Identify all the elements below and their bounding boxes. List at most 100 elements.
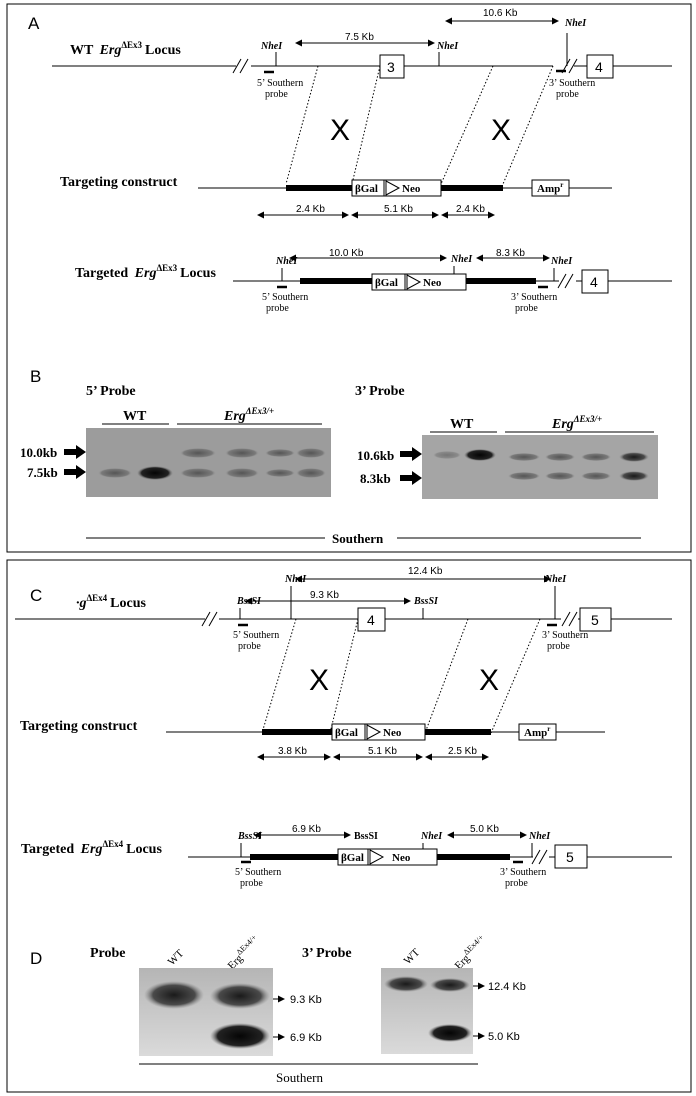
locus-break-icon	[232, 58, 249, 74]
homology-arm-5	[250, 854, 338, 860]
southern-probe-5-label: 5’ Southern	[233, 630, 279, 641]
probe-5-title: Probe	[90, 946, 126, 961]
promoter-triangle-icon	[406, 274, 422, 290]
exon-5-box	[579, 607, 612, 632]
southern-probe-5-label: probe	[266, 303, 289, 314]
promoter-triangle-icon	[366, 724, 382, 740]
southern-label: Southern	[276, 1070, 323, 1085]
wt-lane-label: WT	[402, 946, 423, 967]
band-arrow-icon	[64, 465, 86, 479]
band-size-9-3: 9.3 Kb	[290, 994, 322, 1006]
bgal-label: βGal	[341, 852, 364, 864]
southern-probe-5-label: probe	[240, 878, 263, 889]
nhe1-site-label: NheI	[564, 18, 587, 29]
southern-probe-3-label: 3’ Southern	[511, 292, 557, 303]
arm-length-label: 3.8 Kb	[278, 746, 307, 757]
distance-label-10-6: 10.6 Kb	[483, 8, 518, 19]
nhe1-site-label: NheI	[450, 254, 473, 265]
bss-site-label: BssSI	[237, 831, 263, 842]
panel-frame-top	[6, 3, 692, 553]
exon-4-label: 4	[367, 612, 375, 628]
neo-label: Neo	[392, 852, 411, 864]
nhe1-site-label: NheI	[275, 256, 298, 267]
southern-probe-5-label: 5’ Southern	[262, 292, 308, 303]
southern-probe-3-label: probe	[547, 641, 570, 652]
exon-4-box	[581, 269, 609, 294]
distance-label-8-3: 8.3 Kb	[496, 248, 525, 259]
panel-b-letter: B	[30, 367, 41, 386]
southern-probe-5-label: probe	[238, 641, 261, 652]
amp-resistance-label: Ampr	[537, 181, 563, 195]
homology-arm-3	[425, 729, 491, 735]
amp-resistance-box	[518, 723, 557, 741]
wt-lane-label: WT	[123, 409, 147, 424]
crossover-icon: X	[479, 664, 499, 697]
exon-5-box	[554, 844, 588, 869]
targeting-construct-label: Targeting construct	[60, 175, 178, 190]
genotype-lane-label: ErgΔEx3/+	[223, 406, 274, 424]
southern-probe-5-label: 5’ Southern	[235, 867, 281, 878]
probe-5-title: 5’ Probe	[86, 384, 136, 399]
band-size-5-0: 5.0 Kb	[488, 1031, 520, 1043]
exon-4-label: 4	[590, 274, 598, 290]
amp-resistance-box	[531, 179, 570, 197]
promoter-triangle-icon	[369, 849, 385, 865]
locus-break-icon	[201, 611, 218, 627]
exon-4-label: 4	[595, 59, 603, 75]
bgal-label: βGal	[355, 183, 378, 195]
distance-label-12-4: 12.4 Kb	[408, 566, 443, 577]
wt-lane-label: WT	[450, 417, 474, 432]
blot-bands-3prime	[433, 449, 649, 481]
bss-site-label: BssSI	[413, 596, 439, 607]
genotype-lane-label: ErgΔEx4/+	[224, 933, 264, 973]
nhe1-site-label: NheI	[260, 41, 283, 52]
homology-arm-3	[437, 854, 510, 860]
homology-arm-3	[441, 185, 503, 191]
locus-break-icon	[531, 849, 548, 865]
panel-a-letter: A	[28, 14, 40, 33]
promoter-triangle-icon	[385, 180, 401, 196]
probe-3-title: 3’ Probe	[355, 384, 405, 399]
genotype-lane-label: ErgΔEx3/+	[551, 414, 602, 432]
blot-bands-5prime	[144, 981, 270, 1049]
distance-label-9-3: 9.3 Kb	[310, 590, 339, 601]
arm-length-label: 2.4 Kb	[456, 204, 485, 215]
homology-guide-lines	[285, 65, 554, 185]
arm-length-label: 2.5 Kb	[448, 746, 477, 757]
crossover-icon: X	[330, 114, 350, 147]
distance-label-5-0: 5.0 Kb	[470, 824, 499, 835]
band-arrow-icon	[64, 445, 86, 459]
crossover-icon: X	[491, 114, 511, 147]
panel-frame-bottom	[6, 559, 692, 1093]
homology-arm-5	[286, 185, 352, 191]
southern-blot-5prime	[86, 428, 331, 497]
nhe1-site-label: NheI	[420, 831, 443, 842]
southern-label: Southern	[332, 531, 384, 546]
southern-probe-3-label: 3’ Southern	[549, 78, 595, 89]
neo-label: Neo	[402, 183, 421, 195]
genotype-lane-label: ErgΔEx4/+	[451, 933, 491, 973]
band-size-6-9: 6.9 Kb	[290, 1032, 322, 1044]
blot-bands-3prime	[384, 976, 472, 1042]
southern-probe-5-label: probe	[265, 89, 288, 100]
panel-d-letter: D	[30, 949, 42, 968]
southern-probe-5-label: 5’ Southern	[257, 78, 303, 89]
arm-length-label: 5.1 Kb	[384, 204, 413, 215]
southern-probe-3-label: 3’ Southern	[542, 630, 588, 641]
band-size-7-5: 7.5kb	[27, 465, 58, 480]
locus-break-icon	[561, 611, 578, 627]
exon-5-label: 5	[591, 612, 599, 628]
neo-label: Neo	[423, 277, 442, 289]
nhe1-site-label: NheI	[528, 831, 551, 842]
nhe1-site-label: NheI	[550, 256, 573, 267]
exon-4-box	[586, 54, 614, 79]
homology-arm-3	[466, 278, 536, 284]
band-arrow-icon	[400, 447, 422, 461]
bgal-neo-cassette	[337, 848, 438, 866]
arm-length-label: 2.4 Kb	[296, 204, 325, 215]
panel-c-letter: C	[30, 586, 42, 605]
exon-3-label: 3	[387, 59, 395, 75]
bgal-label: βGal	[375, 277, 398, 289]
